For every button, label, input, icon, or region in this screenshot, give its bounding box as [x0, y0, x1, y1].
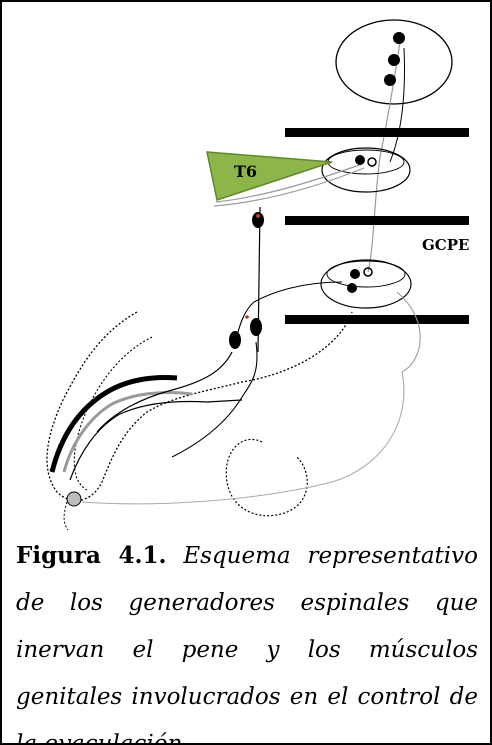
penis-outline-dotted-2 [74, 337, 152, 490]
spinal-segment-bar-3 [285, 315, 469, 324]
testicle-outline [226, 439, 307, 515]
lumbar-neuron-2 [347, 283, 357, 293]
pelvic-ganglion-dot [245, 315, 249, 319]
spinal-segment-bar-2 [285, 216, 469, 225]
ganglion-dot-red [256, 214, 260, 218]
spinal-segment-bar-1 [285, 128, 469, 137]
upper-neuron-1 [393, 32, 405, 44]
figure-label: Figura 4.1. [16, 542, 166, 569]
penile-nerve-2 [172, 342, 257, 457]
descending-pathway [368, 42, 400, 272]
figure-caption-text: Esquema representativo de los generadore… [16, 543, 478, 745]
lumbar-outflow [234, 282, 342, 347]
lumbar-segment-disc [321, 260, 411, 308]
t6-label: T6 [234, 162, 257, 181]
glans-tail [64, 502, 68, 530]
lumbar-gray-loop [397, 292, 420, 372]
glans-marker [67, 492, 81, 506]
thoracic-segment-disc-inner [328, 150, 404, 174]
corpus-outline [70, 400, 242, 480]
gcpe-label: GCPE [422, 236, 469, 254]
lower-gray-nerve [82, 372, 404, 504]
spinal-generator-diagram: T6 GCPE [2, 2, 490, 532]
lumbar-segment-disc-inner [327, 261, 405, 287]
upper-neuron-2 [388, 54, 400, 66]
thoracic-neuron-2 [368, 158, 376, 166]
upper-neuron-3 [384, 74, 396, 86]
figure-caption: Figura 4.1. Esquema representativo de lo… [16, 532, 478, 745]
pelvic-ganglion-2 [250, 318, 262, 336]
thoracic-neuron-1 [355, 155, 365, 165]
lumbar-neuron-1 [350, 269, 360, 279]
pelvic-ganglion-1 [229, 331, 241, 349]
